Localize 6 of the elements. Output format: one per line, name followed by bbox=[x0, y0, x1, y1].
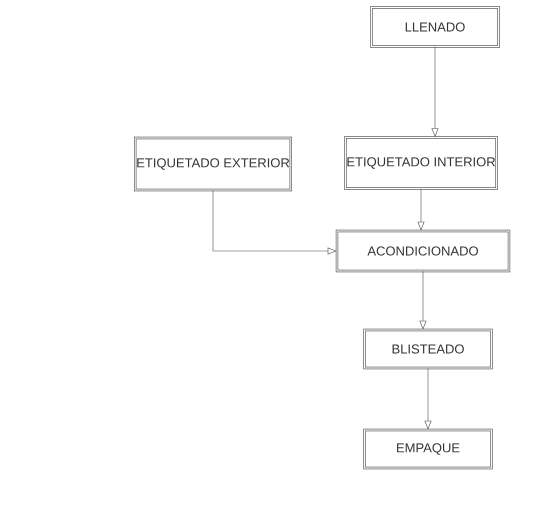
process-box: BLISTEADO bbox=[363, 328, 493, 370]
process-box: ACONDICIONADO bbox=[336, 230, 510, 272]
process-box: LLENADO bbox=[370, 6, 500, 48]
process-box: ETIQUETADO INTERIOR bbox=[344, 136, 498, 190]
process-box: EMPAQUE bbox=[363, 428, 493, 470]
process-box: ETIQUETADO EXTERIOR bbox=[134, 136, 292, 192]
